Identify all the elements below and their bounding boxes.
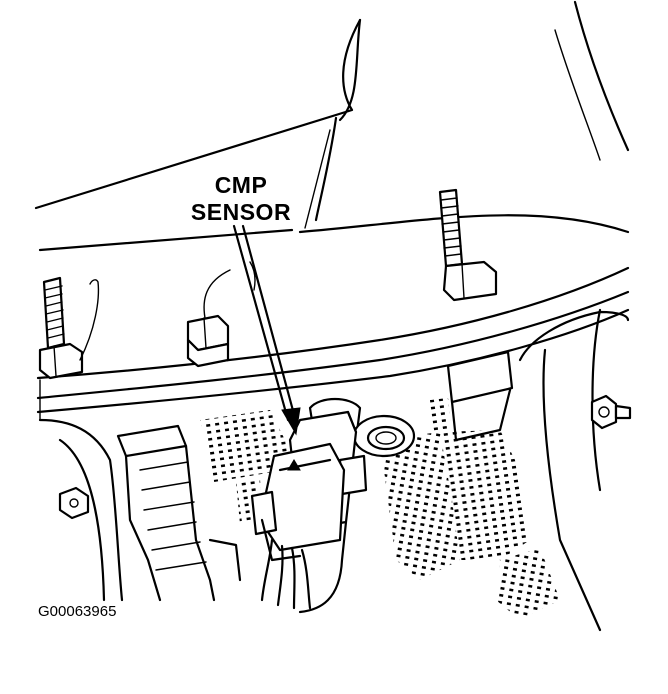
- bolt-right: [590, 394, 632, 430]
- nut-center: [186, 269, 231, 368]
- stud-left: [38, 276, 84, 380]
- sensor-wires: [260, 538, 312, 610]
- manifold-flange: [36, 214, 630, 421]
- casting-texture: [200, 398, 560, 620]
- bolt-left: [58, 486, 90, 520]
- callout-label-line-1: CMP: [214, 172, 268, 198]
- intake-manifold: [34, 0, 630, 252]
- left-bracket: [38, 418, 242, 602]
- harness-wires: [79, 261, 256, 361]
- sensor-connector: [250, 442, 346, 562]
- figure-id: G00063965: [38, 603, 117, 620]
- callout-leader: [232, 224, 301, 436]
- callout-label-line-2: SENSOR: [190, 199, 292, 225]
- callout-label: CMP SENSOR: [176, 172, 306, 226]
- stud-right: [438, 188, 498, 302]
